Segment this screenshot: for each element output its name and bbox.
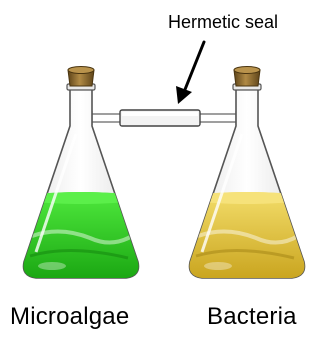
microalgae-liquid — [23, 192, 139, 278]
hermetic-seal-label: Hermetic seal — [168, 12, 279, 32]
bacteria-flask — [188, 66, 306, 279]
microalgae-label: Microalgae — [10, 303, 130, 330]
bacteria-label: Bacteria — [207, 303, 297, 330]
hermetic-seal-tube — [91, 109, 237, 127]
bacteria-liquid — [189, 192, 305, 278]
microalgae-flask — [22, 66, 140, 279]
seal-arrow — [176, 40, 206, 104]
